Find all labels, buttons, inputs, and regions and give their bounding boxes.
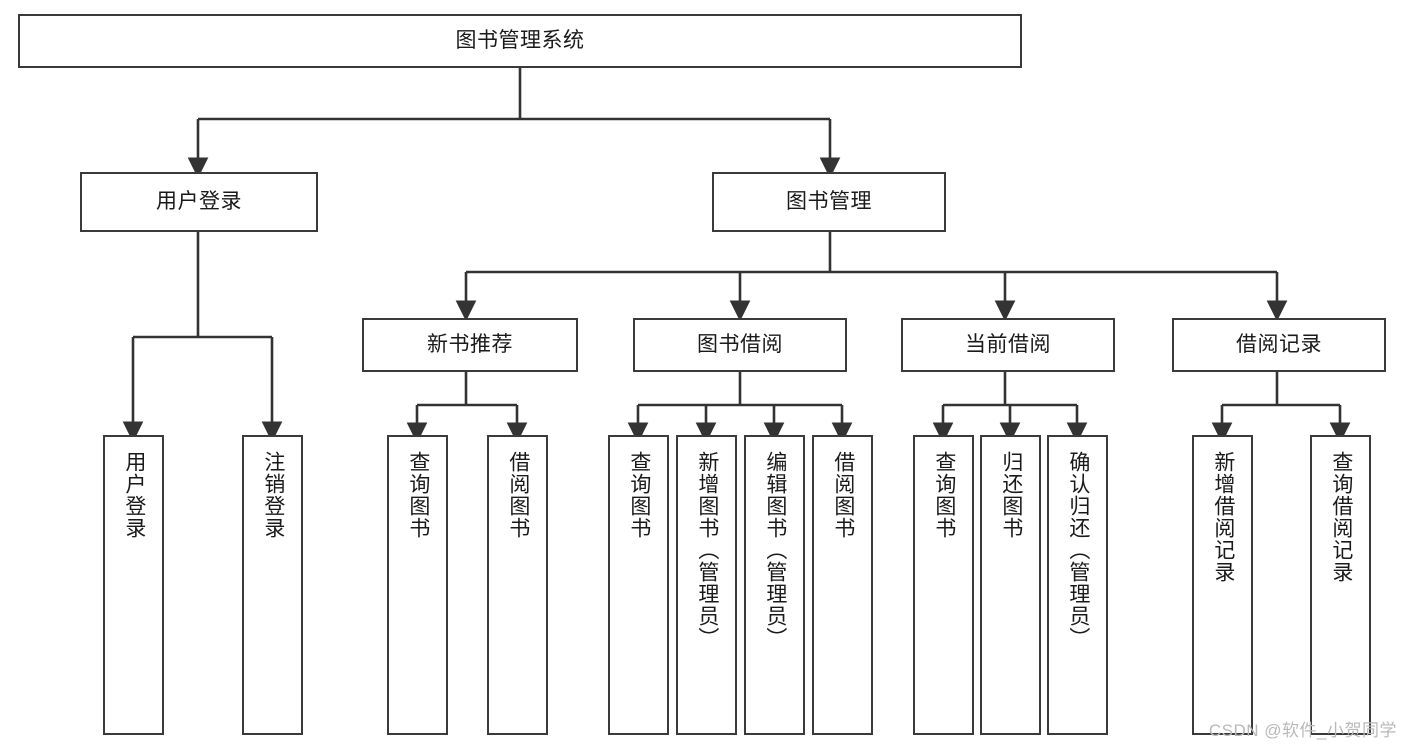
node-leaf-query-record[interactable]: 查询借阅记录 [1310,435,1371,735]
node-leaf-user-login-label: 用户登录 [122,451,146,539]
node-root-label: 图书管理系统 [455,29,585,53]
node-leaf-add-book[interactable]: 新增图书（管理员） [676,435,737,735]
node-leaf-return-book[interactable]: 归还图书 [980,435,1041,735]
node-current-borrow[interactable]: 当前借阅 [901,318,1115,372]
node-leaf-confirm-return-label: 确认归还（管理员） [1066,451,1090,649]
node-leaf-borrow-book-1[interactable]: 借阅图书 [487,435,548,735]
node-current-borrow-label: 当前借阅 [965,333,1051,357]
node-leaf-query-record-label: 查询借阅记录 [1329,451,1353,583]
node-root[interactable]: 图书管理系统 [18,14,1022,68]
node-leaf-user-login[interactable]: 用户登录 [103,435,164,735]
node-leaf-confirm-return[interactable]: 确认归还（管理员） [1047,435,1108,735]
node-book-manage[interactable]: 图书管理 [712,172,946,232]
watermark-text: CSDN @软件_小贺同学 [1208,721,1397,740]
node-leaf-query-book-3[interactable]: 查询图书 [913,435,974,735]
node-user-login[interactable]: 用户登录 [80,172,318,232]
node-leaf-add-book-label: 新增图书（管理员） [695,451,719,649]
node-new-book-rec[interactable]: 新书推荐 [362,318,578,372]
node-book-borrow-label: 图书借阅 [697,333,783,357]
node-leaf-return-book-label: 归还图书 [999,451,1023,539]
node-leaf-query-book-2-label: 查询图书 [627,451,651,539]
node-leaf-logout[interactable]: 注销登录 [242,435,303,735]
node-borrow-record-label: 借阅记录 [1236,333,1322,357]
node-leaf-add-record[interactable]: 新增借阅记录 [1192,435,1253,735]
node-leaf-query-book-3-label: 查询图书 [932,451,956,539]
node-leaf-edit-book[interactable]: 编辑图书（管理员） [744,435,805,735]
node-leaf-add-record-label: 新增借阅记录 [1211,451,1235,583]
node-leaf-borrow-book-2-label: 借阅图书 [831,451,855,539]
node-leaf-borrow-book-2[interactable]: 借阅图书 [812,435,873,735]
node-leaf-borrow-book-1-label: 借阅图书 [506,451,530,539]
node-book-borrow[interactable]: 图书借阅 [633,318,847,372]
node-book-manage-label: 图书管理 [786,190,872,214]
node-leaf-edit-book-label: 编辑图书（管理员） [763,451,787,649]
node-new-book-rec-label: 新书推荐 [427,333,513,357]
node-user-login-label: 用户登录 [156,190,242,214]
node-leaf-query-book-2[interactable]: 查询图书 [608,435,669,735]
node-leaf-logout-label: 注销登录 [261,451,285,539]
node-borrow-record[interactable]: 借阅记录 [1172,318,1386,372]
node-leaf-query-book-1-label: 查询图书 [406,451,430,539]
node-leaf-query-book-1[interactable]: 查询图书 [387,435,448,735]
